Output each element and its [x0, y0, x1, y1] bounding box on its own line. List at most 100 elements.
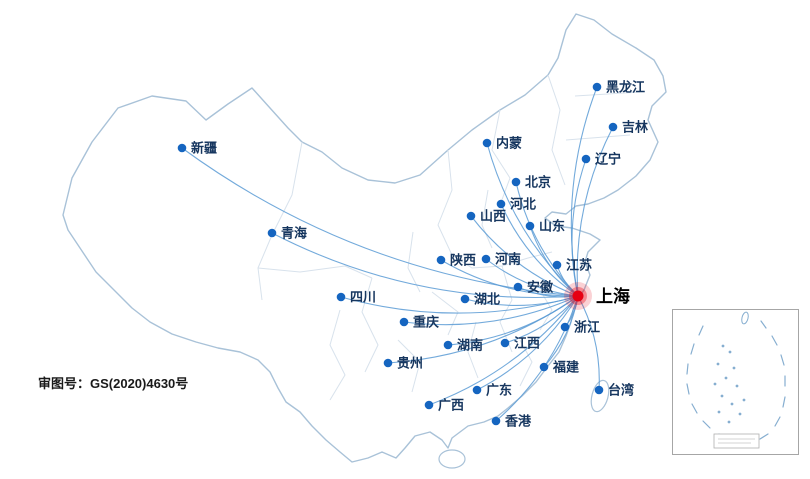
province-dot[interactable]: [592, 82, 602, 92]
province-label: 内蒙: [496, 136, 522, 151]
flight-line: [485, 258, 579, 297]
province-dot[interactable]: [436, 255, 446, 265]
province-dot[interactable]: [460, 294, 470, 304]
province-label: 贵州: [397, 356, 423, 371]
province-label: 安徽: [527, 280, 554, 295]
province-label: 广东: [486, 383, 512, 398]
province-dot[interactable]: [336, 292, 346, 302]
province-dot[interactable]: [608, 122, 618, 132]
map-approval-number: 审图号：GS(2020)4630号: [38, 376, 189, 391]
flight-line: [504, 295, 579, 344]
province-marker-group: 四川: [336, 290, 376, 305]
flight-line: [428, 295, 579, 406]
province-label: 山西: [480, 209, 506, 224]
hub-label: 上海: [596, 286, 630, 306]
province-label: 吉林: [622, 120, 648, 135]
flight-line: [571, 158, 587, 297]
province-label: 河南: [495, 252, 521, 267]
province-dot[interactable]: [481, 254, 491, 264]
flight-line: [403, 295, 579, 326]
province-marker-group: 青海: [267, 226, 307, 241]
province-marker-group: 江西: [500, 336, 540, 351]
province-borders: [257, 74, 641, 401]
province-dot[interactable]: [491, 416, 501, 426]
province-dot[interactable]: [560, 322, 570, 332]
province-marker-group: 黑龙江: [592, 80, 645, 95]
hub-dot[interactable]: [572, 290, 584, 302]
province-dot[interactable]: [496, 199, 506, 209]
province-marker-group: 浙江: [560, 320, 600, 335]
province-label: 陕西: [450, 253, 476, 268]
flight-line: [486, 142, 579, 297]
province-dot[interactable]: [177, 143, 187, 153]
province-label: 香港: [504, 414, 532, 429]
flight-line: [271, 232, 579, 299]
flight-line: [440, 259, 579, 297]
province-dot[interactable]: [594, 385, 604, 395]
province-marker-group: 福建: [539, 360, 579, 375]
province-dot[interactable]: [443, 340, 453, 350]
province-label: 湖南: [457, 338, 483, 353]
china-border: [62, 13, 667, 463]
province-dot[interactable]: [552, 260, 562, 270]
province-label: 福建: [552, 360, 579, 375]
province-marker-group: 山东: [525, 219, 565, 234]
province-dot[interactable]: [482, 138, 492, 148]
province-dot[interactable]: [383, 358, 393, 368]
province-dot[interactable]: [399, 317, 409, 327]
flight-line: [387, 295, 579, 364]
province-label: 北京: [525, 175, 551, 190]
flight-line: [577, 295, 600, 391]
inset-taiwan-island: [741, 311, 749, 325]
province-label: 重庆: [413, 315, 439, 330]
flight-line: [464, 295, 579, 307]
province-label: 浙江: [574, 320, 600, 335]
south-china-sea-inset: [672, 309, 799, 455]
china-map-outline: [62, 13, 667, 469]
province-dot[interactable]: [513, 282, 523, 292]
hub-marker-layer: 上海: [564, 282, 630, 310]
nine-dash-line: [686, 320, 786, 443]
flight-line: [500, 203, 579, 297]
province-dot[interactable]: [539, 362, 549, 372]
inset-islands: [713, 344, 746, 424]
province-label: 四川: [350, 290, 376, 305]
province-label: 青海: [281, 226, 307, 241]
province-label: 湖北: [474, 292, 500, 307]
province-dot[interactable]: [466, 211, 476, 221]
province-label: 新疆: [191, 141, 217, 156]
province-dot[interactable]: [500, 338, 510, 348]
province-marker-group: 安徽: [513, 280, 554, 295]
province-marker-group: 陕西: [436, 253, 476, 268]
province-marker-group: 河北: [496, 197, 536, 212]
province-marker-group: 重庆: [399, 315, 439, 330]
province-dot[interactable]: [472, 385, 482, 395]
province-label: 山东: [539, 219, 565, 234]
province-marker-group: 北京: [511, 175, 551, 190]
province-marker-group: 吉林: [608, 120, 648, 135]
province-dot[interactable]: [424, 400, 434, 410]
province-label: 江西: [514, 336, 540, 351]
province-marker-group: 贵州: [383, 356, 423, 371]
province-dot[interactable]: [267, 228, 277, 238]
province-marker-group: 湖北: [460, 292, 500, 307]
province-label: 黑龙江: [606, 80, 645, 95]
province-marker-group: 广西: [424, 398, 464, 413]
province-markers-layer: 黑龙江吉林辽宁内蒙北京河北山西山东新疆青海陕西河南江苏安徽四川湖北重庆浙江湖南江…: [177, 80, 648, 429]
province-label: 辽宁: [595, 152, 621, 167]
province-dot[interactable]: [581, 154, 591, 164]
flow-lines-layer: [181, 86, 614, 422]
province-marker-group: 台湾: [594, 383, 634, 398]
province-marker-group: 辽宁: [581, 152, 621, 167]
flight-line: [576, 126, 614, 297]
province-marker-group: 河南: [481, 252, 521, 267]
province-marker-group: 新疆: [177, 141, 217, 156]
province-dot[interactable]: [525, 221, 535, 231]
province-marker-group: 香港: [491, 414, 532, 429]
flight-line: [476, 295, 579, 391]
province-marker-group: 湖南: [443, 338, 483, 353]
province-label: 广西: [438, 398, 464, 413]
province-dot[interactable]: [511, 177, 521, 187]
